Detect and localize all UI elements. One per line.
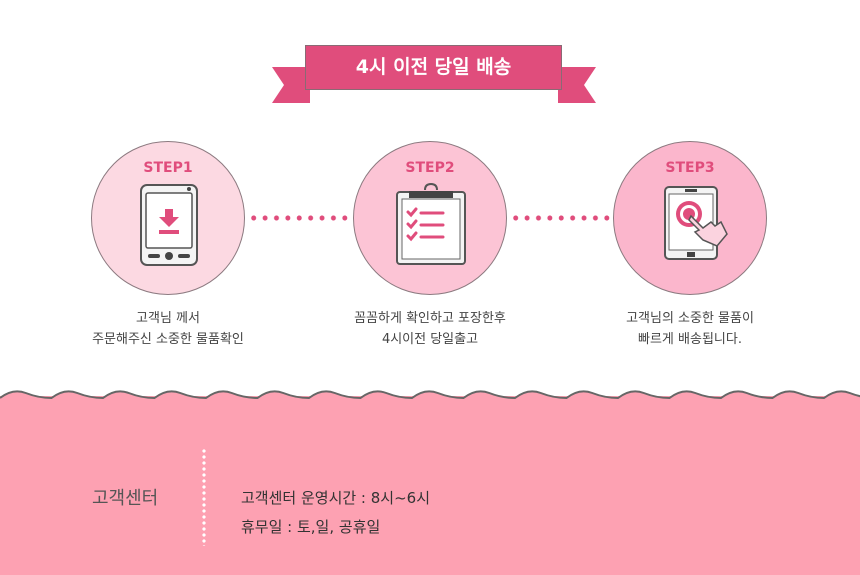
step3-line2: 빠르게 배송됩니다.	[638, 332, 742, 347]
step2-label: STEP2	[405, 160, 455, 176]
dotted-connector	[248, 215, 350, 221]
tablet-touch-icon	[664, 186, 728, 260]
step2-line1: 꼼꼼하게 확인하고 포장한후	[354, 311, 506, 326]
same-day-delivery-banner: 4시 이전 당일 배송	[305, 45, 562, 90]
step2-line2: 4시이전 당일출고	[381, 332, 479, 347]
step3-circle: STEP3	[613, 141, 767, 295]
dotted-connector	[510, 215, 612, 221]
step1-label: STEP1	[143, 160, 193, 176]
customer-center-footer	[0, 396, 860, 575]
step1-circle: STEP1	[91, 141, 245, 295]
customer-center-title: 고객센터	[92, 488, 159, 509]
step3-line1: 고객님의 소중한 물품이	[626, 311, 754, 326]
step1-line1: 고객님 께서	[136, 311, 200, 326]
clipboard-checklist-icon	[396, 182, 466, 265]
operating-hours: 고객센터 운영시간 : 8시~6시	[241, 489, 431, 507]
ribbon-tail-left	[272, 67, 310, 103]
step2-circle: STEP2	[353, 141, 507, 295]
step2-description: 꼼꼼하게 확인하고 포장한후 4시이전 당일출고	[300, 308, 560, 350]
dotted-divider	[202, 448, 206, 546]
holidays: 휴무일 : 토,일, 공휴일	[241, 518, 381, 536]
phone-download-icon	[140, 184, 198, 266]
step3-label: STEP3	[665, 160, 715, 176]
wave-divider	[0, 390, 860, 408]
ribbon-tail-right	[558, 67, 596, 103]
step1-line2: 주문해주신 소중한 물품확인	[92, 332, 244, 347]
